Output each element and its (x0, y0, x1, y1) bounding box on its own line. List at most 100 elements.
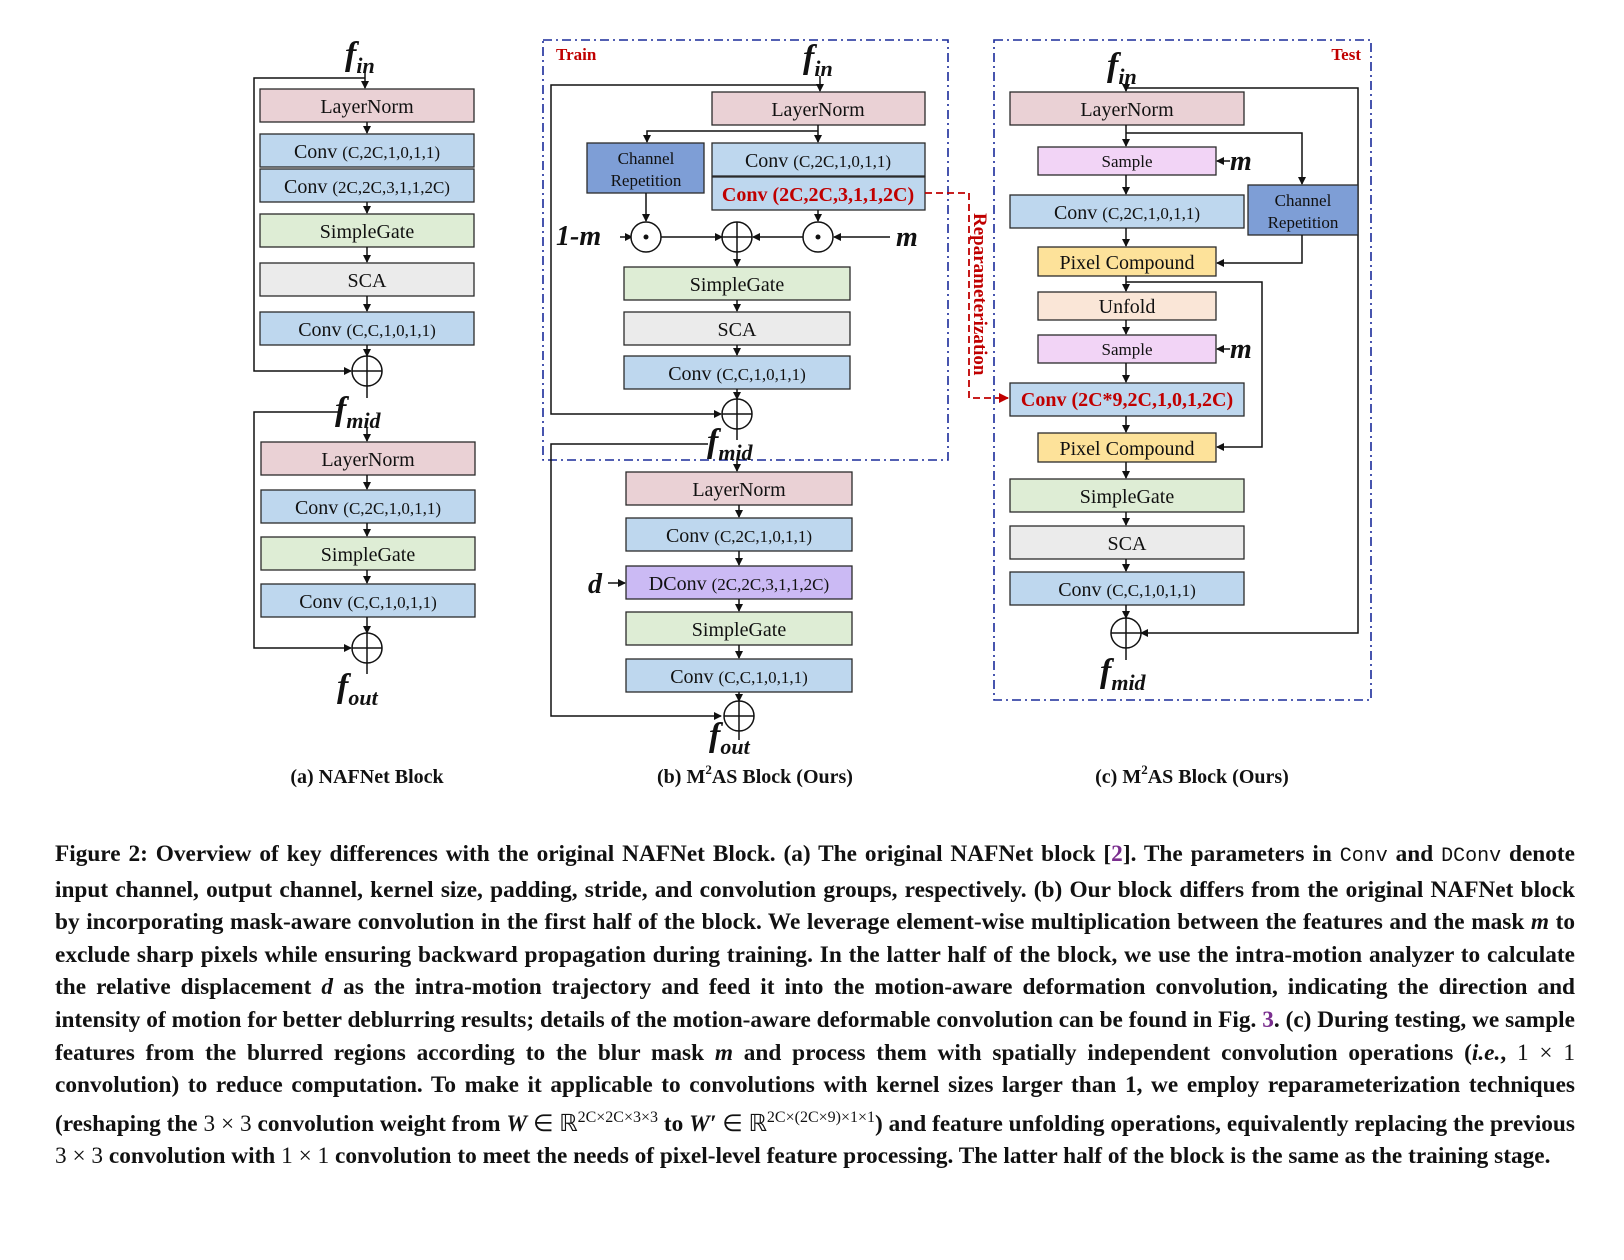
b-dconv-label: DConv (2C,2C,3,1,1,2C) (649, 573, 829, 595)
math-W: W (506, 1110, 528, 1137)
a-conv-out-2 (260, 583, 476, 618)
c-conv-out (1009, 571, 1245, 606)
c-pixel-compound-1 (1037, 246, 1217, 277)
a-conv-3x3 (259, 168, 475, 203)
b-layernorm-1-label: LayerNorm (771, 99, 865, 121)
caption-text: ) and feature unfolding operations, equi… (875, 1110, 1575, 1137)
caption-text: convolution with (103, 1143, 282, 1170)
code-dconv: DConv (1441, 845, 1502, 868)
train-tag: Train (556, 45, 597, 64)
a-conv-3x3-label: Conv (2C,2C,3,1,1,2C) (284, 176, 450, 198)
math-m: m (1530, 909, 1549, 936)
c-conv-1x1 (1009, 194, 1245, 229)
b-multiply-node-left (630, 221, 662, 253)
caption-text: as the intra-motion trajectory and feed … (55, 974, 1576, 1033)
a-conv-1x1-label: Conv (C,2C,1,0,1,1) (294, 141, 440, 163)
caption-text: , (1500, 1039, 1517, 1066)
reparameterization-label: Reparameterization (969, 213, 990, 376)
b-dconv (625, 565, 853, 600)
math-dim-W: 2C×2C×3×3 (577, 1108, 659, 1126)
math-1x1: 1 × 1 (281, 1143, 330, 1170)
a-layernorm-2-label: LayerNorm (321, 449, 415, 471)
math-1x1: 1 × 1 (1516, 1039, 1576, 1066)
b-conv-3x3-reparam-label: Conv (2C,2C,3,1,1,2C) (722, 184, 914, 206)
test-frame (993, 39, 1372, 701)
f-out-label-b: fout (709, 717, 751, 759)
b-conv-3x3-reparam (711, 176, 926, 211)
caption-text: to exclude sharp pixels while ensuring b… (55, 909, 1575, 1001)
a-conv-out-2-label: Conv (C,C,1,0,1,1) (299, 591, 437, 613)
math-d: d (321, 974, 334, 1001)
b-multiply-node-right (802, 221, 834, 253)
panel-c-test: Test fin LayerNorm Sample m Conv (C,2C,1… (993, 39, 1372, 788)
c-layernorm-label: LayerNorm (1080, 99, 1174, 121)
a-add-node-2 (351, 632, 383, 664)
ref-link-fig3[interactable]: 3 (1262, 1006, 1274, 1033)
a-conv-out-1 (259, 311, 475, 346)
a-simplegate-1-label: SimpleGate (320, 221, 415, 243)
a-sca (259, 262, 475, 297)
c-sca (1009, 525, 1245, 560)
b-conv-ffn-label: Conv (C,2C,1,0,1,1) (666, 525, 812, 547)
b-simplegate-2 (625, 611, 853, 646)
b-conv-out-1-label: Conv (C,C,1,0,1,1) (668, 363, 806, 385)
subcaption-b: (b) M2AS Block (Ours) (657, 762, 853, 788)
f-mid-label-c: fmid (1100, 653, 1147, 695)
caption-text: convolution to meet the needs of pixel-l… (329, 1143, 1551, 1170)
math-W-prime: W′ (689, 1110, 717, 1137)
b-conv-out-2-label: Conv (C,C,1,0,1,1) (670, 666, 808, 688)
c-unfold-label: Unfold (1099, 296, 1156, 318)
b-sca (623, 311, 851, 346)
b-layernorm-2-label: LayerNorm (692, 479, 786, 501)
caption-text: ]. The parameters in (1122, 841, 1340, 867)
d-label: d (588, 569, 603, 600)
f-mid-label-a: fmid (335, 391, 382, 433)
b-simplegate-1-label: SimpleGate (690, 274, 785, 296)
b-conv-out-1 (623, 355, 851, 390)
c-conv-out-label: Conv (C,C,1,0,1,1) (1058, 579, 1196, 601)
c-simplegate-label: SimpleGate (1080, 486, 1175, 508)
m-label-c1: m (1230, 146, 1252, 177)
ref-link-2[interactable]: 2 (1111, 841, 1123, 867)
b-conv-1x1-label: Conv (C,2C,1,0,1,1) (745, 150, 891, 172)
c-simplegate (1009, 478, 1245, 513)
code-conv: Conv (1339, 845, 1388, 868)
a-layernorm-1-label: LayerNorm (320, 96, 414, 118)
c-conv-reparam-label: Conv (2C*9,2C,1,0,1,2C) (1021, 389, 1233, 411)
a-simplegate-2-label: SimpleGate (321, 544, 416, 566)
f-in-label-c: fin (1107, 47, 1137, 89)
caption-text: denote input channel, output channel, ke… (55, 841, 1575, 936)
c-sample-1-label: Sample (1102, 152, 1153, 171)
test-tag: Test (1331, 45, 1361, 64)
m-label-c2: m (1230, 334, 1252, 365)
subcaption-c: (c) M2AS Block (Ours) (1095, 762, 1289, 788)
b-conv-out-2 (625, 658, 853, 693)
math-3x3: 3 × 3 (203, 1110, 252, 1137)
b-sca-label: SCA (718, 319, 757, 341)
b-simplegate-1 (623, 266, 851, 301)
a-layernorm-2 (260, 441, 476, 476)
ie-text: i.e. (1471, 1039, 1501, 1066)
figure-caption: Figure 2: Overview of key differences wi… (55, 838, 1575, 1173)
b-simplegate-2-label: SimpleGate (692, 619, 787, 641)
caption-text: Figure 2: Overview of key differences wi… (55, 841, 1112, 867)
panel-a-nafnet: fin LayerNorm Conv (C,2C,1,0,1,1) Conv (… (253, 36, 476, 788)
c-pixel-compound-2-label: Pixel Compound (1059, 438, 1194, 460)
c-sample-2 (1037, 334, 1217, 364)
math-in-R: ∈ ℝ (527, 1110, 578, 1137)
c-sca-label: SCA (1108, 533, 1147, 555)
a-conv-out-1-label: Conv (C,C,1,0,1,1) (298, 319, 436, 341)
a-add-node-1 (351, 355, 383, 387)
c-pixel-compound-2 (1037, 432, 1217, 463)
train-frame (542, 39, 949, 461)
f-out-label-a: fout (337, 668, 379, 710)
caption-text: convolution weight from (251, 1110, 507, 1137)
caption-text: and (1387, 841, 1442, 867)
c-layernorm (1009, 91, 1245, 126)
c-pixel-compound-1-label: Pixel Compound (1059, 252, 1194, 274)
b-channel-repetition (586, 142, 705, 194)
b-add-node-1 (721, 398, 753, 430)
